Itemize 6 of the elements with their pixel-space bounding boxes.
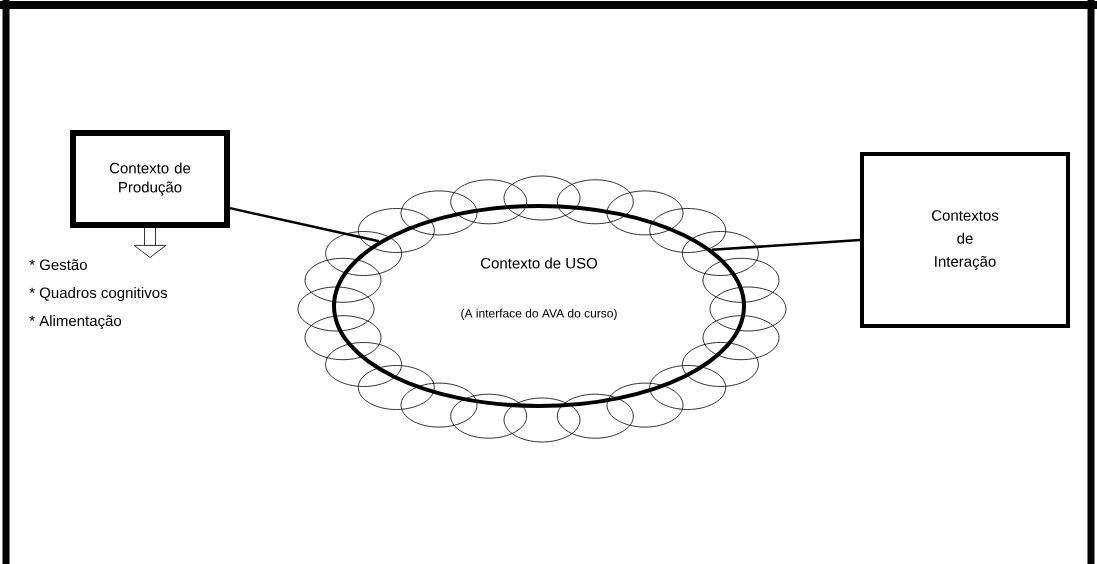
context-box: Contextos de Interação — [860, 152, 1070, 328]
connector-line — [711, 238, 861, 252]
context-box: Contexto de Produção — [70, 130, 230, 228]
hollow-arrow — [133, 228, 167, 258]
connector-line — [229, 206, 380, 243]
bullet-list: * Gestão * Quadros cognitivos * Alimentação — [29, 259, 168, 330]
